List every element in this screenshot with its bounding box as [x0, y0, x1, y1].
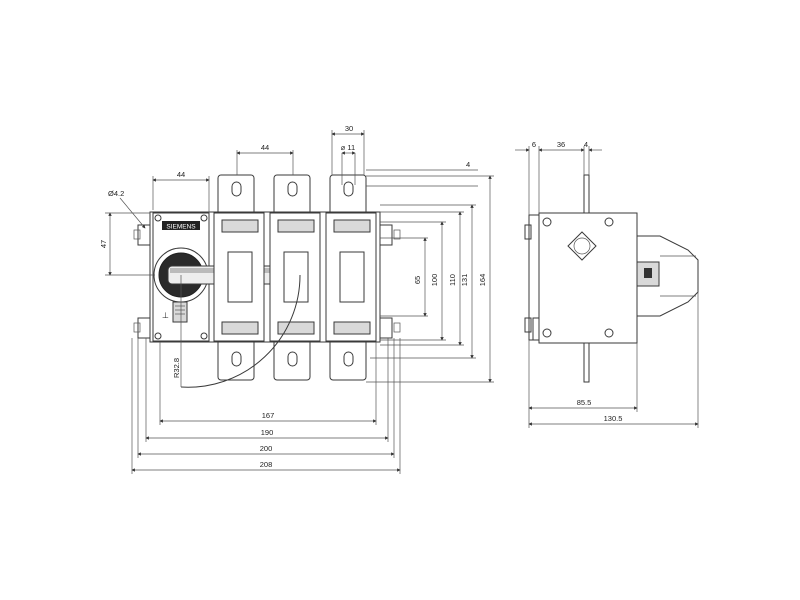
- dim-44-left: 44: [177, 170, 185, 179]
- dim-164: 164: [478, 274, 487, 287]
- dim-200: 200: [260, 444, 273, 453]
- mount-tab-top-right: [380, 224, 393, 246]
- lock-slot: [172, 301, 188, 323]
- screw-tl: [154, 214, 162, 222]
- dim-hole-diameter: Ø4.2: [108, 189, 124, 198]
- dim-65: 65: [413, 276, 422, 284]
- side-view: 6 36 4 85.5 130.5: [515, 140, 699, 428]
- dim-131: 131: [460, 274, 469, 287]
- lock-symbol: ⊥: [162, 311, 169, 320]
- dim-44-top: 44: [261, 143, 269, 152]
- dim-110: 110: [448, 274, 457, 286]
- dim-side-6: 6: [532, 140, 536, 149]
- dim-208: 208: [260, 460, 273, 469]
- screw-br: [200, 332, 208, 340]
- side-body: [538, 212, 638, 344]
- slot-right-top: [393, 229, 401, 240]
- mount-tab-bottom-left: [137, 317, 150, 339]
- pole-2: [269, 174, 321, 381]
- dim-side-4: 4: [584, 140, 588, 149]
- dim-30: 30: [345, 124, 353, 133]
- brand-plate: [162, 221, 200, 230]
- base-plate: [149, 211, 381, 343]
- screw-bl: [154, 332, 162, 340]
- dim-100: 100: [430, 274, 439, 287]
- side-screw-tr: [604, 217, 614, 227]
- side-window: [567, 231, 597, 261]
- shaft-bottom: [583, 339, 590, 383]
- side-screw-br: [604, 328, 614, 338]
- dim-side-36: 36: [557, 140, 565, 149]
- dim-side-130: 130.5: [604, 414, 623, 423]
- brand-label: SIEMENS: [166, 224, 196, 231]
- front-view: SIEMENS ⊥: [99, 124, 494, 474]
- side-screw-bl: [542, 328, 552, 338]
- dim-side-85: 85.5: [577, 398, 592, 407]
- dim-47: 47: [99, 240, 108, 248]
- slot-left-top: [133, 229, 141, 240]
- handle-sweep-arc: [180, 274, 301, 388]
- side-screw-tl: [542, 217, 552, 227]
- dim-167: 167: [262, 411, 275, 420]
- pole-3: [325, 174, 377, 381]
- dim-radius: R32.8: [172, 358, 181, 378]
- mount-tab-bottom-right: [380, 317, 393, 339]
- slot-right-bottom: [393, 322, 401, 333]
- dim-190: 190: [261, 428, 274, 437]
- shaft-top: [583, 174, 590, 216]
- pole-1: [213, 174, 265, 381]
- dim-11: ⌀ 11: [341, 143, 355, 152]
- dim-4-right: 4: [466, 160, 470, 169]
- screw-tr: [200, 214, 208, 222]
- slot-left-bottom: [133, 322, 141, 333]
